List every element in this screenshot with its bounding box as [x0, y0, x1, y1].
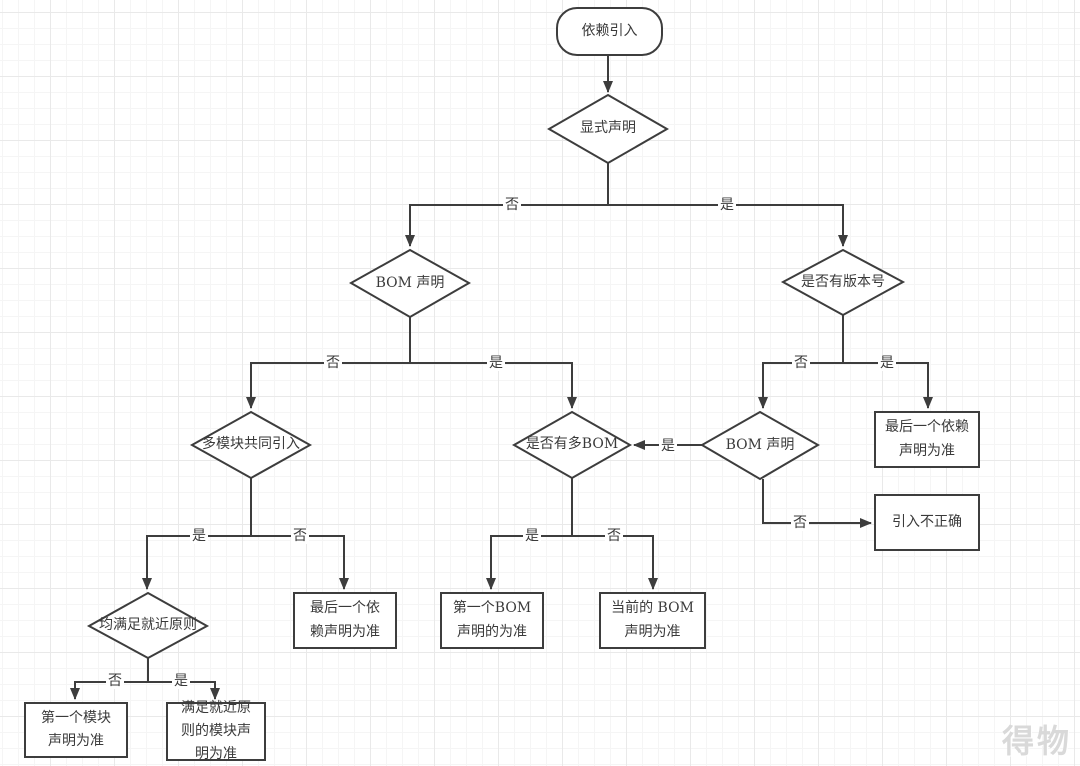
watermark: 得物 [1001, 722, 1072, 760]
edge-label-explicit-yes: 是 [718, 197, 736, 213]
edge-label-hasversion-no: 否 [792, 355, 810, 371]
node-shape-explicit-declaration[interactable] [546, 93, 670, 165]
node-shape-current-bom[interactable] [599, 592, 706, 649]
edge-label-multimodule-no: 否 [291, 528, 309, 544]
node-shape-first-module[interactable] [24, 702, 128, 758]
edge-label-nearest-yes: 是 [172, 673, 190, 689]
edge-label-multibom-no: 否 [605, 528, 623, 544]
edge-bomright-no[interactable] [762, 479, 872, 528]
node-shape-first-bom[interactable] [440, 592, 544, 649]
edge-label-multibom-yes: 是 [523, 528, 541, 544]
node-shape-bom-declaration-right[interactable] [700, 410, 820, 481]
edge-label-bomright-no: 否 [791, 515, 809, 531]
node-shape-incorrect-import[interactable] [874, 494, 980, 551]
node-shape-last-dependency-right[interactable] [874, 411, 980, 468]
node-shape-bom-declaration-left[interactable] [348, 248, 472, 319]
edge-label-nearest-no: 否 [106, 673, 124, 689]
node-shape-last-dependency-left[interactable] [293, 592, 397, 649]
node-shape-nearest-module[interactable] [166, 702, 266, 761]
node-shape-multi-bom[interactable] [511, 410, 633, 480]
edge-label-bomleft-yes: 是 [487, 355, 505, 371]
edge-label-hasversion-yes: 是 [878, 355, 896, 371]
edge-label-multimodule-yes: 是 [190, 528, 208, 544]
edge-label-explicit-no: 否 [503, 197, 521, 213]
edge-label-bomright-yes: 是 [659, 438, 677, 454]
node-shape-has-version[interactable] [780, 248, 906, 317]
edge-label-bomleft-no: 否 [324, 355, 342, 371]
node-shape-start[interactable] [556, 7, 663, 56]
node-shape-multi-module[interactable] [189, 410, 313, 480]
node-shape-nearest-principle[interactable] [86, 591, 210, 660]
